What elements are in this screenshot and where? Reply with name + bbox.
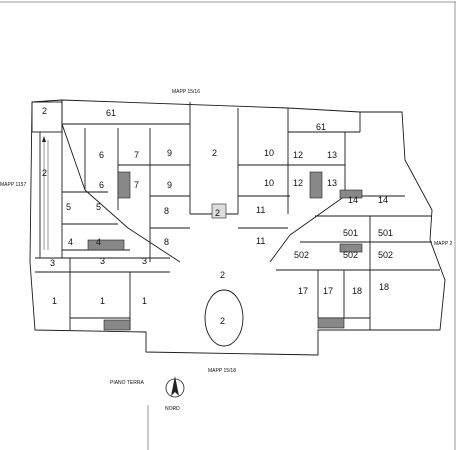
unit-label: 501 [343, 228, 358, 238]
unit-label: 501 [378, 228, 393, 238]
unit-label: 5 [66, 202, 71, 212]
unit-label: 7 [134, 180, 139, 190]
wall-left-diag-top [61, 123, 86, 191]
unit-label: 6 [99, 180, 104, 190]
unit-label: 17 [323, 286, 333, 296]
unit-label: 3 [142, 256, 147, 266]
unit-label: 1 [100, 296, 105, 306]
unit-label: 2 [212, 148, 217, 158]
unit-label: 2 [42, 168, 47, 178]
stair-right-mid-14 [339, 189, 363, 199]
top-neighbor-label: MAPP 15/16 [172, 89, 200, 95]
north-label: NORD [165, 406, 180, 412]
stair-left-mid [87, 239, 125, 251]
stair-right-bottom [317, 317, 345, 329]
unit-label: 6 [99, 150, 104, 160]
unit-label: 8 [164, 237, 169, 247]
unit-label: 13 [327, 178, 337, 188]
unit-label: 8 [164, 206, 169, 216]
unit-label: 4 [96, 237, 101, 247]
unit-label: 18 [352, 286, 362, 296]
wall-diag-8 [127, 227, 181, 263]
unit-label: 1 [142, 296, 147, 306]
wall-diag-right-top [289, 195, 346, 236]
unit-label: 3 [100, 256, 105, 266]
unit-label: 11 [256, 236, 265, 246]
unit-label: 3 [50, 258, 55, 268]
left-neighbor-label: MAPP 1157 [0, 182, 26, 188]
unit-label: 61 [106, 108, 116, 118]
building-perimeter [29, 99, 446, 356]
right-neighbor-label: MAPP 2 [434, 241, 452, 247]
unit-label: 7 [134, 150, 139, 160]
bottom-neighbor-label: MAPP 15/18 [208, 368, 236, 374]
stair-left-upper [117, 171, 131, 199]
wall-diag-right-bottom [269, 234, 291, 263]
unit-label: 17 [298, 286, 308, 296]
unit-label: 10 [264, 148, 274, 158]
unit-label: 12 [293, 178, 303, 188]
unit-label: 9 [167, 180, 172, 190]
unit-label: 9 [167, 148, 172, 158]
north-arrow-icon [165, 376, 185, 398]
unit-label: 2 [220, 270, 225, 280]
floor-caption: PIANO TERRA [110, 380, 144, 386]
unit-label: 61 [316, 122, 326, 132]
unit-label: 4 [68, 237, 73, 247]
stair-left-bottom [103, 319, 131, 331]
unit-label: 13 [327, 150, 337, 160]
stair-right-mid-502 [339, 243, 363, 253]
stair-right-upper [309, 171, 323, 199]
unit-label: 502 [294, 250, 309, 260]
unit-label: 1 [52, 296, 57, 306]
unit-label: 5 [96, 202, 101, 212]
unit-label: 18 [379, 282, 389, 292]
unit-label: 10 [264, 178, 274, 188]
unit-label: 11 [256, 205, 265, 215]
stair-central [211, 203, 227, 219]
unit-label: 14 [348, 195, 358, 205]
courtyard-oval [204, 289, 244, 347]
unit-label: 2 [42, 106, 47, 116]
unit-label: 502 [378, 250, 393, 260]
unit-label: 12 [293, 150, 303, 160]
unit-label: 2 [215, 208, 220, 218]
unit-label: 2 [220, 316, 225, 326]
wall-diag-5 [84, 189, 129, 229]
dimension-arrow-top [42, 136, 46, 142]
unit-label: 502 [343, 250, 358, 260]
unit-label: 14 [378, 195, 388, 205]
